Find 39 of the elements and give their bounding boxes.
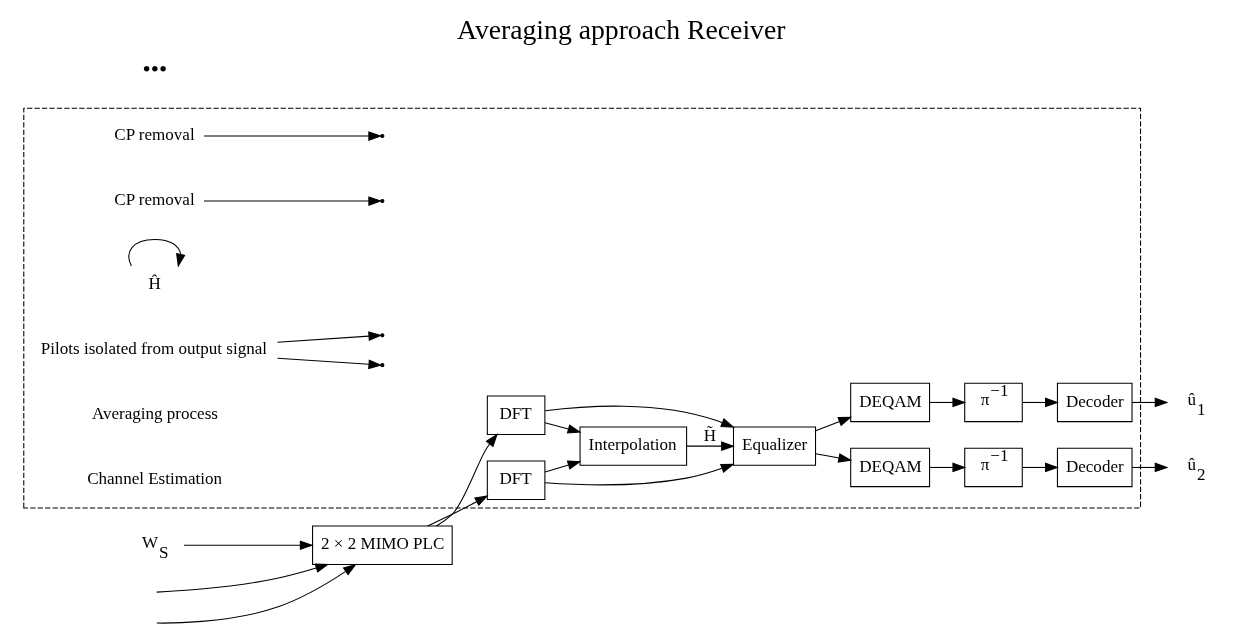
node-box: DEQAM bbox=[850, 382, 931, 423]
node-text: Ĥ bbox=[148, 274, 161, 294]
arrow bbox=[544, 405, 735, 428]
diagram-title: Averaging approach Receiver bbox=[456, 13, 786, 45]
arrow bbox=[929, 462, 967, 473]
arrow bbox=[128, 238, 186, 268]
arrow bbox=[435, 433, 498, 527]
node-box: DEQAM bbox=[850, 447, 931, 488]
arrow bbox=[544, 422, 582, 434]
node-box: Decoder bbox=[1056, 382, 1133, 423]
node-box: Decoder bbox=[1056, 447, 1133, 488]
edge-label: H̃ bbox=[703, 425, 716, 445]
arrow bbox=[929, 397, 967, 408]
arrow bbox=[156, 563, 330, 593]
node-text: CP removal bbox=[114, 125, 195, 145]
arrow bbox=[544, 460, 582, 473]
node-box: 2 × 2 MIMO PLC bbox=[312, 525, 453, 565]
label: Averaging process bbox=[91, 404, 218, 424]
arrow bbox=[1131, 397, 1169, 408]
arrow bbox=[815, 416, 853, 432]
arrow bbox=[183, 540, 314, 551]
arrow bbox=[156, 563, 357, 624]
node-text: Pilots isolated from output signal bbox=[40, 339, 267, 359]
node-box: DFT bbox=[486, 395, 546, 435]
arrow bbox=[1131, 462, 1169, 473]
node-text: CP removal bbox=[114, 190, 195, 210]
node-box: Equalizer bbox=[732, 426, 817, 466]
arrow bbox=[427, 495, 489, 527]
node-box: Interpolation bbox=[579, 426, 688, 466]
arrow bbox=[815, 453, 853, 463]
arrow bbox=[203, 196, 383, 206]
arrow bbox=[1022, 462, 1059, 473]
node-box: DFT bbox=[486, 460, 546, 500]
arrow bbox=[1022, 397, 1059, 408]
label: ••• bbox=[142, 56, 168, 83]
arrow bbox=[203, 131, 383, 141]
label: Channel Estimation bbox=[87, 469, 222, 489]
arrow bbox=[544, 463, 735, 486]
arrow bbox=[686, 441, 735, 451]
